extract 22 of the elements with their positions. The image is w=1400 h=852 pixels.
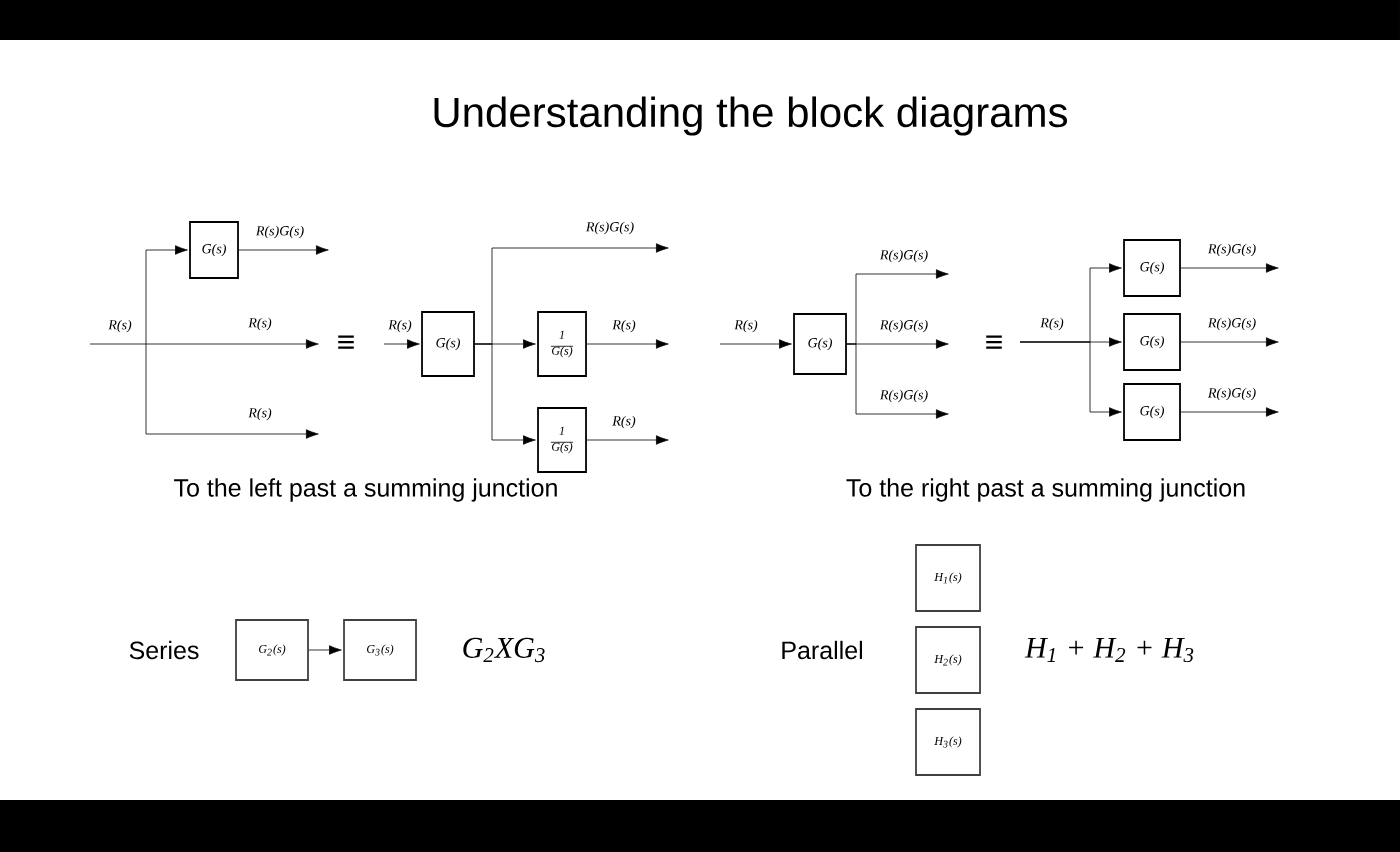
equivalence-sign: ≡ xyxy=(986,335,1002,349)
arrow xyxy=(383,339,420,349)
arrow xyxy=(719,339,792,349)
formula: H$_{1}$ + H$_{2}$ + H$_{3}$ xyxy=(1024,637,1194,663)
row-label: Series xyxy=(129,640,199,660)
row-label: Parallel xyxy=(782,640,862,660)
arrow xyxy=(1180,263,1279,273)
equivalence-sign: ≡ xyxy=(338,335,354,349)
arrow xyxy=(1180,407,1279,417)
arrow xyxy=(474,243,669,345)
arrow xyxy=(846,343,949,419)
arrow xyxy=(308,645,342,655)
formula: G$_{2}$XG$_{3}$ xyxy=(463,637,545,663)
caption: To the left past a summing junction xyxy=(174,478,557,502)
title: Understanding the block diagrams xyxy=(434,96,1068,136)
arrow xyxy=(89,245,188,345)
arrow xyxy=(238,245,329,255)
caption: To the right past a summing junction xyxy=(846,478,1245,502)
arrow xyxy=(1180,337,1279,347)
arrow xyxy=(586,339,669,349)
arrow xyxy=(1019,341,1122,417)
arrow xyxy=(586,435,669,445)
